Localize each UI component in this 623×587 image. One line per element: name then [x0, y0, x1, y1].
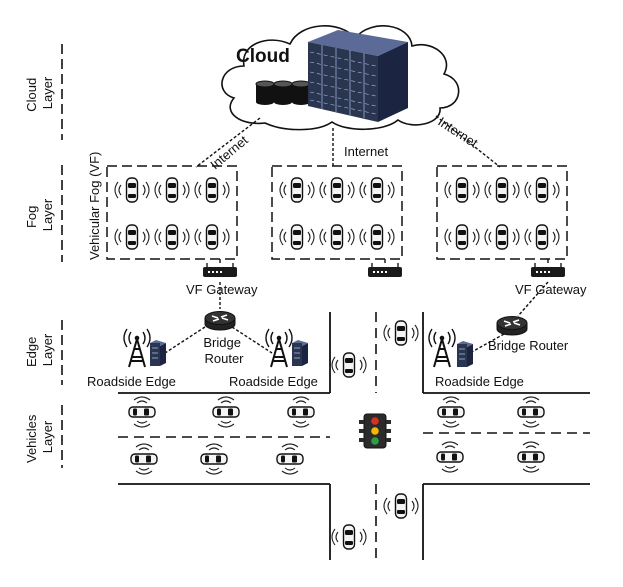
car-icon	[128, 396, 156, 428]
bridge-router-label-left: Bridge Router	[203, 335, 244, 366]
bridge-router-icon	[496, 315, 528, 336]
car-icon	[194, 177, 230, 203]
car-icon	[331, 352, 367, 378]
car-icon	[383, 320, 419, 346]
fog-gateway-icon	[367, 262, 403, 278]
fog-gateway-icon	[530, 262, 566, 278]
road-network	[118, 312, 590, 560]
car-icon	[517, 441, 545, 473]
car-icon	[444, 177, 480, 203]
car-icon	[484, 177, 520, 203]
car-icon	[437, 396, 465, 428]
car-icon	[524, 224, 560, 250]
car-icon	[331, 524, 367, 550]
cloud-server-rack-icon	[308, 30, 408, 122]
roadside-edge-label-2: Roadside Edge	[229, 374, 318, 389]
vf-gateway-label-left: VF Gateway	[186, 282, 258, 297]
car-icon	[194, 224, 230, 250]
car-icon	[444, 224, 480, 250]
edge-server-icon	[291, 339, 309, 367]
traffic-light-icon	[359, 413, 391, 449]
car-icon	[359, 224, 395, 250]
car-icon	[276, 443, 304, 475]
edge-layer-label: Edge Layer	[24, 333, 55, 367]
car-icon	[287, 396, 315, 428]
edge-server-icon	[149, 339, 167, 367]
roadside-antenna-icon	[123, 328, 151, 368]
fog-layer-label: Fog Layer	[24, 198, 55, 231]
vehicular-fog-label: Vehicular Fog (VF)	[87, 152, 102, 260]
roadside-edge-label-3: Roadside Edge	[435, 374, 524, 389]
car-icon	[200, 443, 228, 475]
vehicles-layer-label: Vehicles Layer	[24, 411, 55, 463]
edge-links	[164, 281, 549, 354]
car-icon	[484, 224, 520, 250]
bridge-router-label-right: Bridge Router	[488, 338, 569, 353]
car-icon	[319, 177, 355, 203]
internet-label-center: Internet	[344, 144, 388, 159]
cloud-layer-label: Cloud Layer	[24, 74, 55, 112]
roadside-antenna-icon	[428, 328, 456, 368]
car-icon	[436, 441, 464, 473]
fog-vehicles	[114, 177, 560, 250]
car-icon	[279, 177, 315, 203]
car-icon	[279, 224, 315, 250]
car-icon	[212, 396, 240, 428]
car-icon	[154, 177, 190, 203]
car-icon	[154, 224, 190, 250]
car-icon	[114, 224, 150, 250]
fog-cluster-right	[436, 165, 568, 260]
car-icon	[359, 177, 395, 203]
car-icon	[383, 493, 419, 519]
car-icon	[524, 177, 560, 203]
gateway-uplinks	[219, 259, 549, 263]
roadside-edge-label-1: Roadside Edge	[87, 374, 176, 389]
fog-gateway-icon	[202, 262, 238, 278]
edge-server-icon	[456, 340, 474, 368]
road-vehicles	[128, 320, 545, 550]
cloud-title: Cloud	[236, 46, 290, 67]
internet-links	[195, 115, 501, 168]
car-icon	[114, 177, 150, 203]
car-icon	[319, 224, 355, 250]
bridge-router-icon	[204, 310, 236, 331]
car-icon	[517, 396, 545, 428]
fog-cluster-left	[106, 165, 238, 260]
roadside-antenna-icon	[265, 328, 293, 368]
internet-label-right: Internet	[435, 114, 480, 151]
vf-gateway-label-right: VF Gateway	[515, 282, 587, 297]
car-icon	[130, 443, 158, 475]
fog-cluster-center	[271, 165, 403, 260]
